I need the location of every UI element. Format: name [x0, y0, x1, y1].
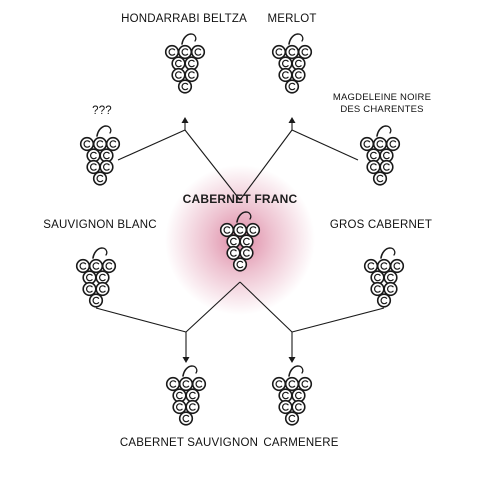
line-right-junction-to-center: [239, 129, 293, 201]
arrow-up-right: [288, 117, 296, 123]
parent-right-label-line2: DES CHARENTES: [340, 104, 424, 115]
grape-cluster-icon-carmenere: [271, 365, 313, 426]
grape-cluster-icon-cabernet-franc: [219, 211, 261, 272]
grape-cluster-icon-unknown-parent: [79, 125, 121, 186]
partner-right-label: GROS CABERNET: [329, 219, 433, 231]
connector-lines: [95, 117, 385, 363]
grape-cluster-icon-hondarrabi-beltza: [164, 33, 206, 94]
grape-cluster-icon-cabernet-sauvignon: [165, 365, 207, 426]
arrow-up-left: [181, 117, 189, 123]
line-left-partner-to-junction: [95, 307, 187, 333]
line-right-parent-to-junction: [291, 129, 359, 161]
arrow-down-left: [182, 357, 190, 363]
grape-icons: [75, 33, 405, 426]
offspring-left-label: CABERNET SAUVIGNON: [119, 437, 259, 449]
grandparent-left-label: HONDARRABI BELTZA: [121, 13, 247, 25]
line-left-junction-to-center: [184, 129, 241, 201]
grape-cluster-icon-magdeleine-noire: [359, 125, 401, 186]
grape-cluster-icon-sauvignon-blanc: [75, 247, 117, 308]
grape-cluster-icon-merlot: [271, 33, 313, 94]
parent-left-label: ???: [92, 105, 112, 117]
grandparent-right-label: MERLOT: [267, 13, 317, 25]
grape-cluster-icon-gros-cabernet: [363, 247, 405, 308]
line-left-parent-to-junction: [117, 129, 186, 161]
line-right-partner-to-junction: [291, 307, 385, 333]
center-variety-label: CABERNET FRANC: [182, 192, 298, 206]
line-center-down-right: [239, 281, 293, 333]
offspring-right-label: CARMENERE: [263, 437, 339, 449]
parent-right-label-line1: MAGDELEINE NOIRE: [332, 92, 432, 103]
partner-left-label: SAUVIGNON BLANC: [43, 219, 157, 231]
line-center-down-left: [185, 281, 241, 333]
parent-right-label: MAGDELEINE NOIRE DES CHARENTES: [322, 92, 442, 116]
arrow-down-right: [288, 357, 296, 363]
